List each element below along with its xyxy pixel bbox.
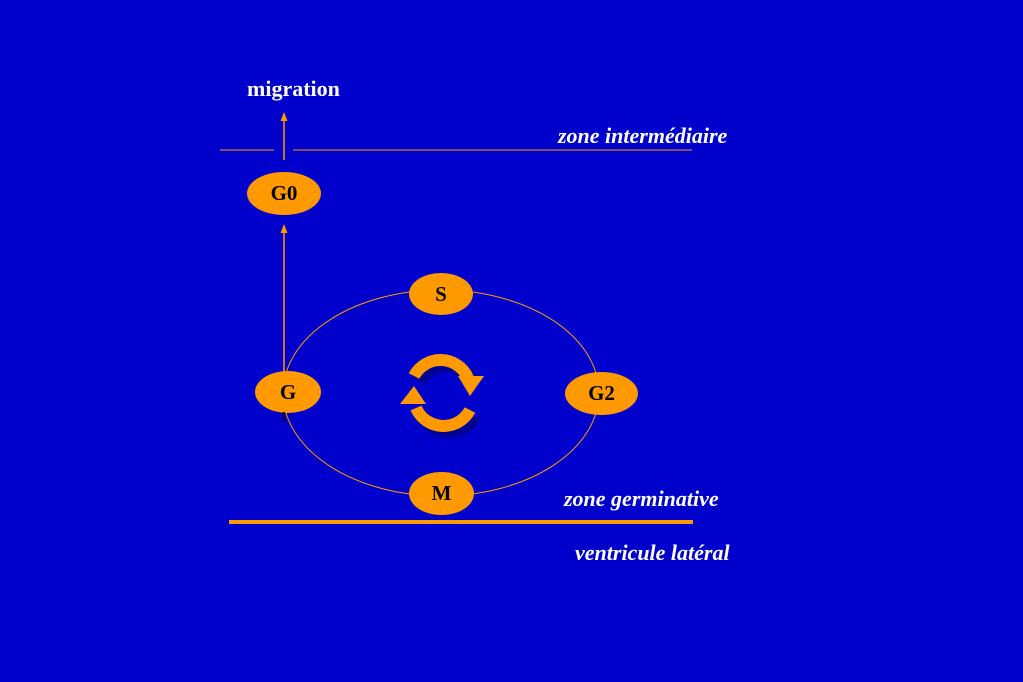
- s-phase-node: S: [409, 273, 473, 315]
- g1-phase-node-subscript: 1: [280, 410, 287, 425]
- g1-to-g0-arrowhead: [280, 224, 288, 233]
- g0-node-label: G0: [270, 181, 298, 205]
- m-phase-node: M: [409, 472, 474, 515]
- germinative-zone-label: zone germinative: [564, 486, 719, 511]
- g1-phase-node-label: G: [279, 379, 297, 404]
- lateral-ventricle-label: ventricule latéral: [575, 540, 730, 565]
- g1-phase-node: G 1: [255, 371, 321, 425]
- intermediate-zone-label: zone intermédiaire: [558, 123, 728, 148]
- g2-phase-node: G2: [565, 372, 638, 415]
- g2-phase-node-label: G2: [588, 381, 615, 405]
- s-phase-node-label: S: [435, 281, 447, 306]
- g0-to-migration-arrowhead: [280, 112, 288, 121]
- g0-node: G0: [247, 172, 321, 215]
- cycle-arrows-icon: [400, 354, 484, 438]
- m-phase-node-label: M: [431, 481, 452, 505]
- cell-cycle-ellipse: [282, 289, 600, 497]
- migration-label: migration: [247, 76, 340, 101]
